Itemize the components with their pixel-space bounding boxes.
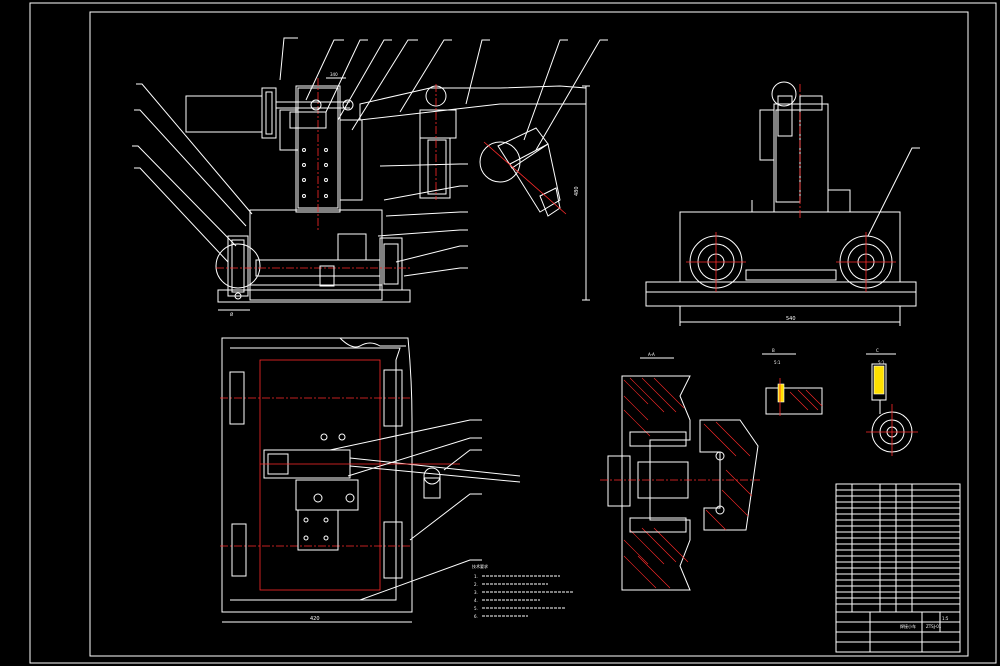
- note-line-1: 1.: [474, 574, 478, 579]
- detail-b: B 5:1: [762, 348, 823, 416]
- side-view: 540: [645, 81, 920, 326]
- outer-border: [29, 2, 997, 664]
- plan-width-dim: 420: [310, 616, 320, 622]
- note-line-3: 3.: [474, 590, 478, 595]
- side-wheel-left: [686, 232, 746, 292]
- front-height-dim: 480: [574, 186, 580, 196]
- detail-c-title: C: [876, 348, 879, 353]
- side-width-dim: 540: [786, 316, 796, 322]
- wheel-hatching: [623, 377, 689, 589]
- section-a-a: A-A: [600, 352, 760, 591]
- svg-text:焊接小车: 焊接小车: [900, 623, 916, 629]
- drawing-number: ZTSJ-01: [926, 624, 942, 629]
- plan-view: 420: [220, 337, 521, 623]
- detail-c: C 5:1: [866, 348, 918, 456]
- front-view: 480 340 Ø: [132, 37, 608, 317]
- section-a-title: A-A: [648, 352, 655, 357]
- title-block: ZTSJ-01 1:5 焊接小车: [835, 483, 961, 653]
- note-line-2: 2.: [474, 582, 478, 587]
- svg-text:技术要求: 技术要求: [472, 563, 488, 569]
- drawing-scale: 1:5: [942, 616, 949, 621]
- side-wheel-right: [836, 232, 896, 292]
- inner-border: [89, 11, 969, 657]
- detail-b-scale: 5:1: [774, 360, 781, 365]
- note-line-4: 4.: [474, 598, 478, 603]
- note-line-5: 5.: [474, 606, 478, 611]
- torch-head: [479, 127, 567, 217]
- parts-list-rows: [836, 489, 960, 613]
- note-line-6: 6.: [474, 614, 478, 619]
- front-top-dim: 340: [330, 72, 338, 77]
- column-bolt-holes: [302, 148, 328, 198]
- detail-c-scale: 5:1: [878, 360, 885, 365]
- front-base-dim: Ø: [230, 312, 233, 317]
- detail-b-title: B: [772, 348, 775, 353]
- technical-notes: 技术要求 1. 2. 3. 4. 5. 6.: [472, 563, 574, 619]
- front-leaders: [132, 37, 608, 277]
